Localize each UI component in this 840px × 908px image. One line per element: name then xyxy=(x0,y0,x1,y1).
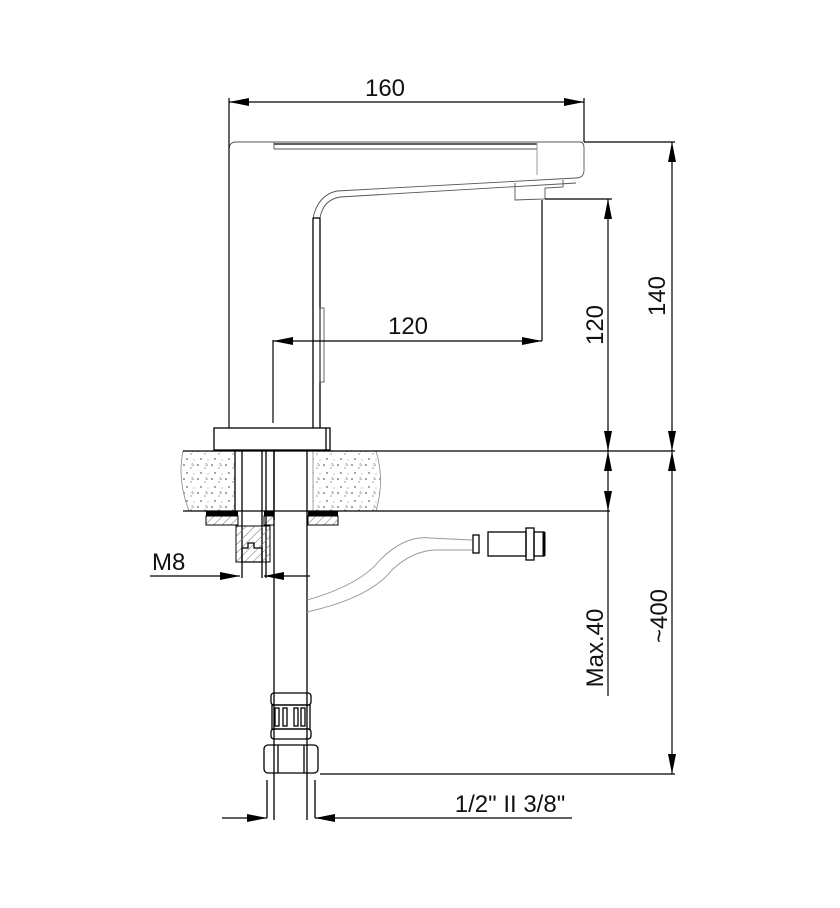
dim-label-connection: 1/2" II 3/8" xyxy=(455,791,565,818)
dim-label-120-height: 120 xyxy=(582,305,609,345)
dim-label-max40: Max.40 xyxy=(582,609,609,688)
dimension-connection: 1/2" II 3/8" xyxy=(222,791,572,822)
dimension-hose-length: ~400 xyxy=(320,451,676,775)
dim-label-120-reach: 120 xyxy=(388,313,428,340)
mounting-stud xyxy=(234,451,308,820)
dim-label-160: 160 xyxy=(365,75,405,102)
dimension-total-height: 140 xyxy=(380,141,676,452)
flex-hose xyxy=(306,527,546,613)
dimension-spout-reach: 120 xyxy=(272,200,543,423)
faucet-body xyxy=(213,141,585,451)
dim-label-m8: M8 xyxy=(152,549,185,576)
dim-label-140: 140 xyxy=(644,276,671,316)
dimension-spout-height: 120 xyxy=(545,198,612,451)
dim-label-400: ~400 xyxy=(646,589,673,643)
hose-fitting xyxy=(263,692,319,818)
dimension-thread-m8: M8 xyxy=(150,549,310,580)
dimension-total-width: 160 xyxy=(228,75,585,428)
dimension-max-countertop: Max.40 xyxy=(582,451,612,696)
countertop xyxy=(180,450,610,526)
